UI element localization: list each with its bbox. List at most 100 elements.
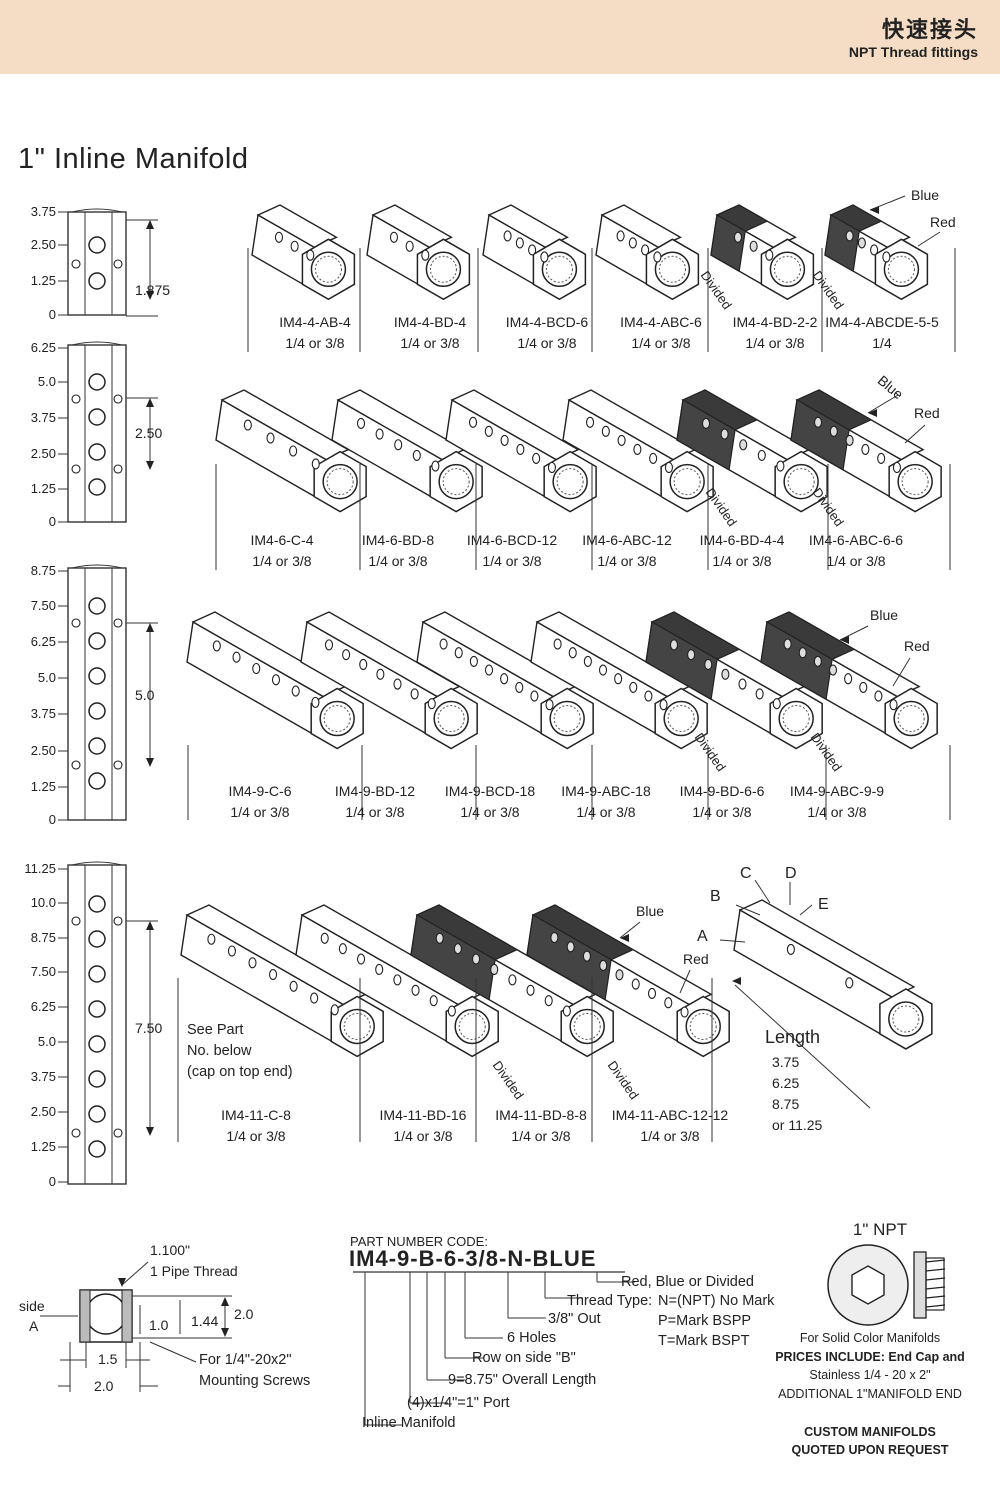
threaded-bore bbox=[883, 251, 920, 288]
callout-leader bbox=[619, 921, 641, 939]
arrow-head bbox=[146, 623, 154, 632]
code-segment: B bbox=[418, 1246, 436, 1271]
side-port bbox=[212, 640, 221, 652]
thread-lines bbox=[782, 705, 810, 733]
side-port bbox=[757, 449, 766, 461]
header-title-en: NPT Thread fittings bbox=[848, 44, 978, 60]
side-port bbox=[516, 443, 525, 455]
tick-label: 8.75 bbox=[30, 563, 56, 578]
part-code-label: IM4-9-BCD-18 bbox=[444, 783, 536, 799]
side-port bbox=[544, 995, 553, 1007]
screws-note-2: Mounting Screws bbox=[199, 1373, 311, 1389]
callout-leader bbox=[917, 231, 941, 247]
side-port bbox=[274, 231, 284, 243]
side-port bbox=[310, 992, 319, 1004]
threaded-bore bbox=[893, 700, 929, 737]
tick-label: 5.0 bbox=[37, 1034, 56, 1049]
tick-label: 3.75 bbox=[30, 1069, 56, 1084]
side-port bbox=[813, 655, 822, 667]
screw-hole bbox=[113, 760, 123, 770]
thread-lines bbox=[887, 255, 915, 283]
side-port bbox=[738, 678, 747, 690]
manifold-top bbox=[450, 389, 580, 461]
arrow-head bbox=[146, 291, 154, 300]
manifold-4-2 bbox=[295, 904, 499, 1058]
threaded-bore bbox=[319, 700, 355, 737]
port-hole bbox=[88, 632, 106, 650]
side-port bbox=[844, 673, 853, 685]
part-code-string: IM4-9-B-6-3/8-N-BLUE bbox=[349, 1246, 596, 1272]
threaded-bore bbox=[783, 463, 819, 500]
side-port bbox=[631, 978, 640, 990]
port-hole bbox=[88, 236, 106, 254]
part-code-label: IM4-4-ABCDE-5-5 bbox=[825, 314, 939, 330]
side-port bbox=[798, 647, 807, 659]
length-value: 8.75 bbox=[772, 1096, 800, 1112]
side-port bbox=[393, 678, 402, 690]
spacing-label: 2.50 bbox=[135, 425, 163, 441]
side-port bbox=[680, 1006, 689, 1018]
manifold-1-3 bbox=[482, 204, 587, 301]
side-port bbox=[306, 249, 315, 261]
code-note: Thread Type: bbox=[567, 1293, 653, 1309]
side-port bbox=[845, 230, 854, 242]
side-profile-3 bbox=[67, 564, 127, 821]
threaded-bore bbox=[569, 1008, 605, 1045]
side-port bbox=[599, 959, 608, 972]
arrow-head bbox=[620, 934, 629, 942]
side-letter: A bbox=[697, 928, 708, 945]
threaded-bore bbox=[433, 700, 469, 737]
port-size-label: 1/4 or 3/8 bbox=[692, 804, 752, 820]
side-port bbox=[324, 639, 334, 651]
side-port bbox=[311, 696, 320, 708]
cap-thread bbox=[925, 1259, 946, 1263]
side-port bbox=[405, 240, 414, 252]
manifold-top bbox=[600, 204, 682, 249]
dark-section-side bbox=[676, 399, 736, 471]
manifold-top bbox=[256, 204, 338, 249]
tick-label: 6.25 bbox=[30, 634, 56, 649]
screw-hole bbox=[71, 259, 81, 269]
side-port bbox=[375, 963, 384, 976]
side-port bbox=[530, 690, 539, 702]
part-code-label: IM4-4-BD-2-2 bbox=[732, 314, 818, 330]
manifold-4-3 bbox=[410, 904, 614, 1058]
side-profile-2 bbox=[67, 341, 127, 523]
part-code-label: IM4-9-ABC-18 bbox=[561, 783, 651, 799]
side-port bbox=[786, 943, 795, 955]
port-hole bbox=[88, 597, 106, 615]
manifold-2-2 bbox=[331, 389, 483, 513]
arrow-head bbox=[118, 1278, 126, 1287]
part-code-label: IM4-9-BD-12 bbox=[334, 783, 416, 799]
screws-note-1: For 1/4"-20x2" bbox=[199, 1352, 292, 1368]
thread-lines bbox=[658, 255, 686, 283]
port-hole bbox=[88, 965, 106, 983]
dark-section-side bbox=[526, 914, 612, 1001]
threaded-bore bbox=[769, 251, 806, 288]
port-hole bbox=[88, 772, 106, 790]
profile-cap bbox=[71, 208, 123, 213]
callout-leader bbox=[904, 424, 926, 444]
code-segment: - bbox=[410, 1246, 419, 1271]
spacing-label: 5.0 bbox=[135, 687, 155, 703]
threaded-bore bbox=[339, 1008, 375, 1045]
spacing-label: 7.50 bbox=[135, 1020, 163, 1036]
code-segment: - bbox=[435, 1246, 444, 1271]
side-port bbox=[393, 974, 402, 986]
side-port bbox=[720, 428, 729, 440]
port-size-label: 1/4 or 3/8 bbox=[345, 804, 405, 820]
length-value: or 11.25 bbox=[772, 1117, 823, 1133]
red-callout: Red bbox=[914, 405, 940, 421]
manifold-2-6 bbox=[790, 389, 942, 513]
side-port bbox=[311, 458, 320, 470]
port-hole bbox=[88, 737, 106, 755]
side-port bbox=[664, 461, 673, 474]
side-port bbox=[892, 461, 901, 474]
callout-leader bbox=[679, 969, 691, 994]
tick-label: 11.25 bbox=[24, 861, 56, 876]
thread-lines bbox=[901, 468, 929, 496]
thread-lines bbox=[545, 255, 573, 283]
code-segment: - bbox=[457, 1246, 466, 1271]
port-hole bbox=[88, 478, 106, 496]
threaded-bore bbox=[541, 251, 578, 288]
